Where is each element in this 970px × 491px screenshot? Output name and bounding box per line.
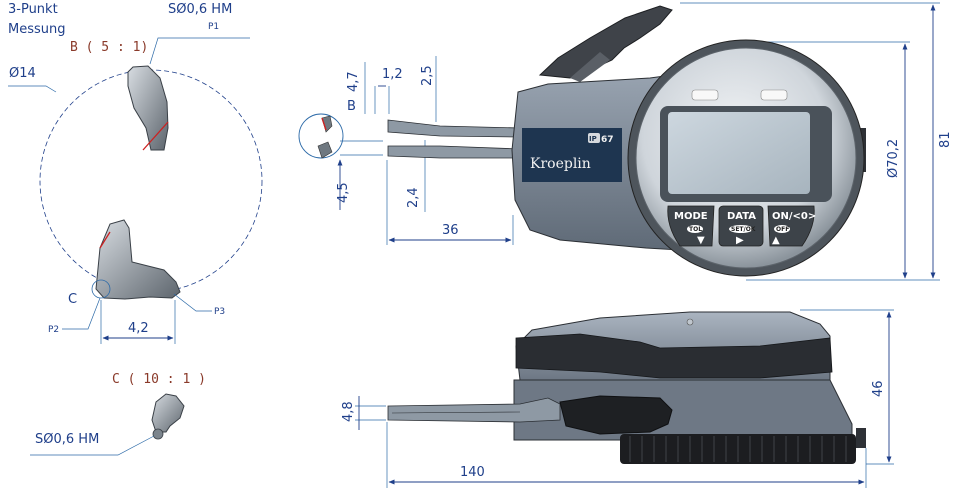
on-off-button-sub: OFF <box>776 226 789 233</box>
marker-b: B <box>347 99 356 114</box>
note-ball-tip-bottom: SØ0,6 HM <box>35 432 99 447</box>
dim-4-5: 4,5 <box>336 182 351 203</box>
mode-button-arrow: ▼ <box>697 235 705 246</box>
leader-ball-tip-bottom <box>30 435 155 456</box>
dim-dial-diameter: Ø70,2 <box>886 139 901 178</box>
note-ball-tip-top: SØ0,6 HM <box>168 2 232 17</box>
label-diameter-14: Ø14 <box>9 66 36 81</box>
note-messung: Messung <box>8 22 66 37</box>
dim-36: 36 <box>442 223 459 238</box>
detail-c-label: C ( 10 : 1 ) <box>112 372 206 387</box>
leader-p3 <box>173 293 212 312</box>
mode-button[interactable]: MODE TOL ▼ <box>667 205 715 247</box>
on-off-button[interactable]: ON/<0> OFF ▲ <box>767 205 816 247</box>
data-button[interactable]: DATA SET/OK ▶ <box>718 205 764 247</box>
on-off-button-arrow: ▲ <box>772 235 780 246</box>
note-3-punkt: 3-Punkt <box>8 2 58 17</box>
detail-c-tip-shape <box>151 393 185 433</box>
indicator-left <box>691 89 719 101</box>
dim-46: 46 <box>871 380 886 397</box>
dim-1-2: 1,2 <box>382 67 403 82</box>
side-knob-side-view <box>856 428 866 448</box>
brand-name: Kroeplin <box>530 156 591 172</box>
brand-panel <box>522 128 622 182</box>
detail-c-ball <box>152 428 164 440</box>
detail-b-marker-circle <box>298 113 344 159</box>
marker-c: C <box>68 292 77 307</box>
dim-4-7: 4,7 <box>346 71 361 92</box>
label-p3: P3 <box>214 307 225 317</box>
leader-p2 <box>62 297 101 330</box>
lever-handle <box>538 5 673 79</box>
detail-c-marker-circle <box>91 279 111 299</box>
detail-b-label: B ( 5 : 1) <box>70 40 148 55</box>
dim-2-5: 2,5 <box>420 65 435 86</box>
lower-tip-shape <box>95 219 181 300</box>
data-button-label: DATA <box>727 211 756 222</box>
lower-contact-line <box>99 231 111 249</box>
lcd-display <box>668 112 810 194</box>
leader-p1 <box>149 37 250 65</box>
ip-rating: 67 <box>601 135 614 145</box>
upper-tip-shape <box>127 65 169 151</box>
lower-measuring-arm <box>387 145 521 159</box>
mode-button-label: MODE <box>674 211 708 222</box>
side-measuring-arms <box>387 397 561 423</box>
data-button-sub: SET/OK <box>731 226 756 233</box>
dim-width-4-2: 4,2 <box>128 321 149 336</box>
dim-height-81: 81 <box>938 131 953 148</box>
side-view: 4,8 46 140 <box>341 309 894 488</box>
dim-140: 140 <box>460 465 485 480</box>
front-view: 4,7 1,2 2,5 4,5 2,4 36 Ø70,2 81 B <box>298 2 953 281</box>
leader-diameter-14 <box>8 85 57 93</box>
detail-b: 3-Punkt Messung SØ0,6 HM P1 B ( 5 : 1) Ø… <box>8 2 263 344</box>
on-off-button-label: ON/<0> <box>772 211 816 222</box>
upper-measuring-arm <box>387 119 521 138</box>
dim-2-4: 2,4 <box>406 187 421 208</box>
dim-4-8: 4,8 <box>341 401 356 422</box>
label-p2: P2 <box>48 325 59 335</box>
indicator-right <box>760 89 788 101</box>
upper-contact-line <box>142 121 169 151</box>
data-button-arrow: ▶ <box>736 235 744 246</box>
label-p1: P1 <box>208 22 219 32</box>
detail-c: C ( 10 : 1 ) SØ0,6 HM <box>30 372 206 456</box>
ip-prefix: IP <box>589 135 597 143</box>
side-lever <box>559 395 673 435</box>
mode-button-sub: TOL <box>689 226 702 233</box>
side-black-bezel <box>515 333 833 379</box>
